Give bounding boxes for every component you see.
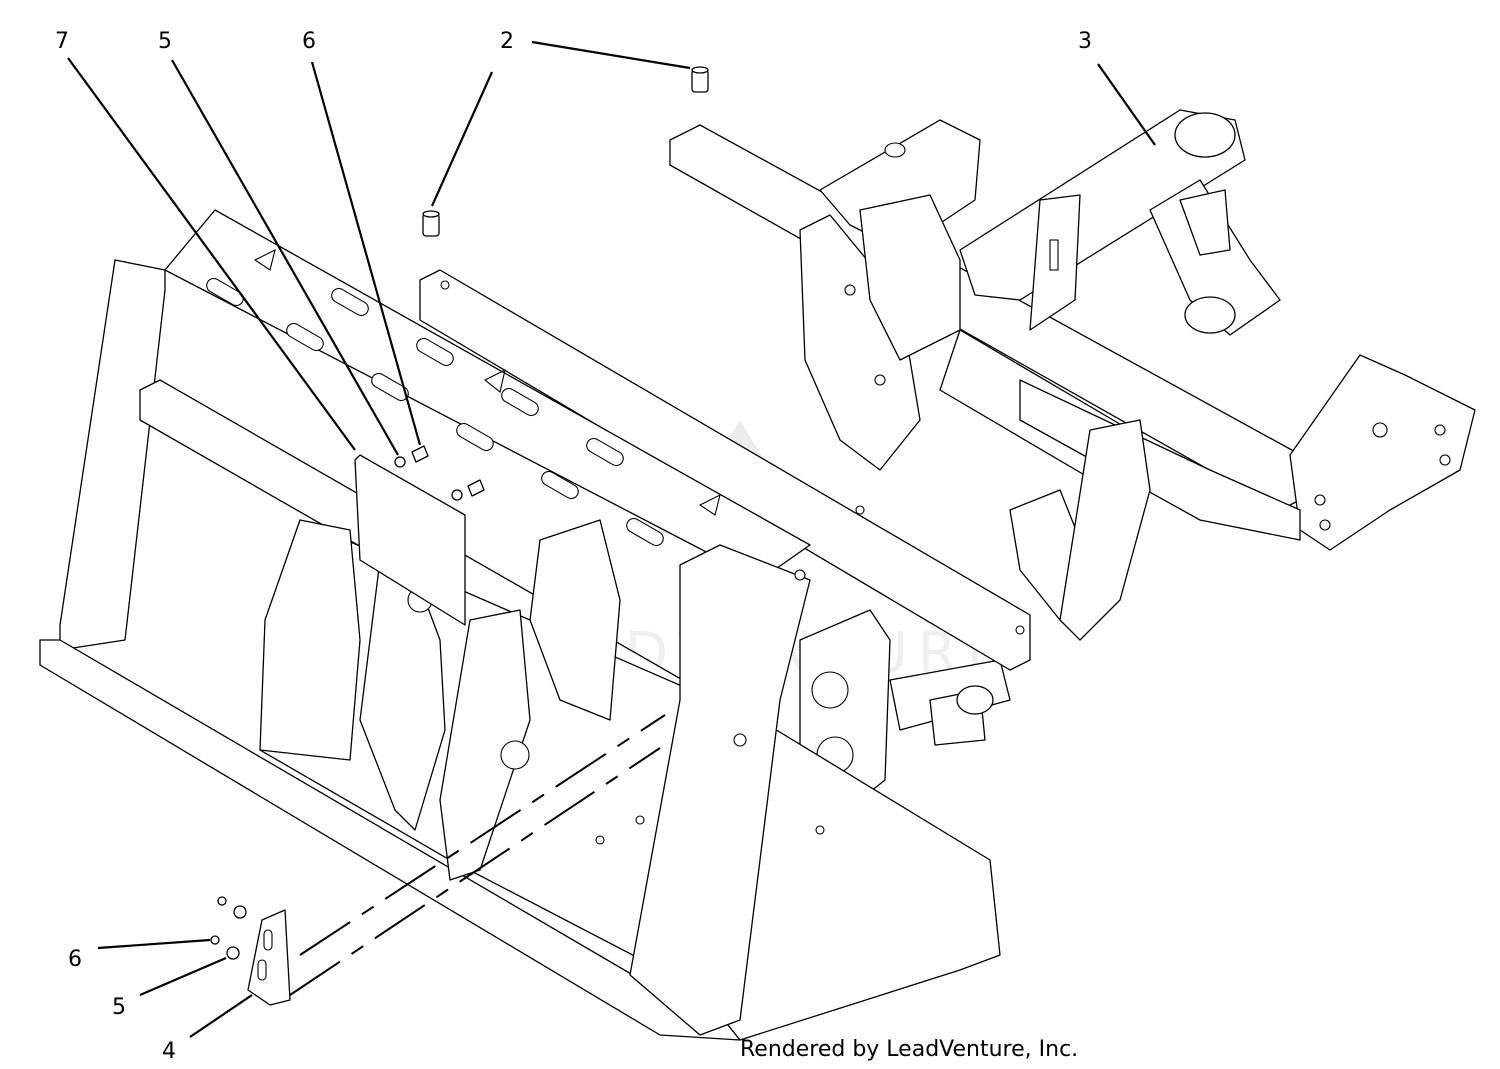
front-rail: [419, 269, 1031, 671]
right-bracket-plate: [1289, 354, 1476, 551]
bolt-lower-1: [217, 896, 227, 906]
bolt-lower-2: [210, 935, 220, 945]
washer-lower-1: [233, 905, 247, 919]
leader-2-lower: [430, 71, 494, 207]
pivot-bracket: [1149, 179, 1281, 336]
callout-leaders: [67, 40, 1156, 1038]
callout-6-top: 6: [302, 29, 316, 54]
leader-2-upper: [531, 40, 691, 70]
callout-5-bottom: 5: [112, 995, 126, 1020]
leader-6-top: [310, 61, 422, 446]
lower-right-tube: [1019, 379, 1301, 541]
front-frame-assembly: [39, 209, 1001, 1041]
bolt-upper: [411, 445, 429, 463]
left-upright: [59, 259, 166, 651]
callout-6-bottom: 6: [68, 947, 82, 972]
inner-bracket-mid: [439, 609, 531, 881]
assembly-guide-lines: [289, 714, 666, 996]
washer-upper-2: [451, 489, 463, 501]
control-panel-bracket: [354, 454, 466, 626]
bushing-lower: [422, 210, 440, 237]
deck-floor: [259, 519, 1001, 1041]
callout-7: 7: [55, 29, 69, 54]
callout-5-top: 5: [158, 29, 172, 54]
mount-bracket-item-4: [247, 909, 291, 1006]
leader-5-bottom: [139, 956, 227, 997]
leader-7: [67, 57, 356, 451]
bushing-upper: [691, 66, 709, 93]
callout-labels: 7 5 6 2 3 6 5 4: [55, 29, 1092, 1064]
leader-4: [189, 994, 253, 1038]
upper-axle-tube: [959, 109, 1246, 301]
right-upright: [629, 544, 811, 1036]
leader-5-top: [171, 59, 399, 456]
perforated-top-plate: [164, 209, 811, 581]
washer-upper: [394, 456, 406, 468]
render-credit: Rendered by LeadVenture, Inc.: [740, 1037, 1078, 1062]
leader-3: [1097, 63, 1156, 146]
center-pedal-bracket: [529, 519, 621, 721]
rear-frame-assembly: [669, 109, 1476, 801]
leader-6-bottom: [97, 938, 211, 950]
bolt-upper-2: [467, 479, 485, 497]
callout-4: 4: [162, 1039, 176, 1064]
inner-left-plate: [259, 519, 361, 761]
callout-2: 2: [500, 29, 514, 54]
washer-lower-2: [226, 946, 240, 960]
callout-3: 3: [1078, 29, 1092, 54]
left-side-plate: [799, 214, 921, 471]
front-cross-rail: [419, 269, 1031, 671]
hardware-items: [210, 66, 709, 1006]
